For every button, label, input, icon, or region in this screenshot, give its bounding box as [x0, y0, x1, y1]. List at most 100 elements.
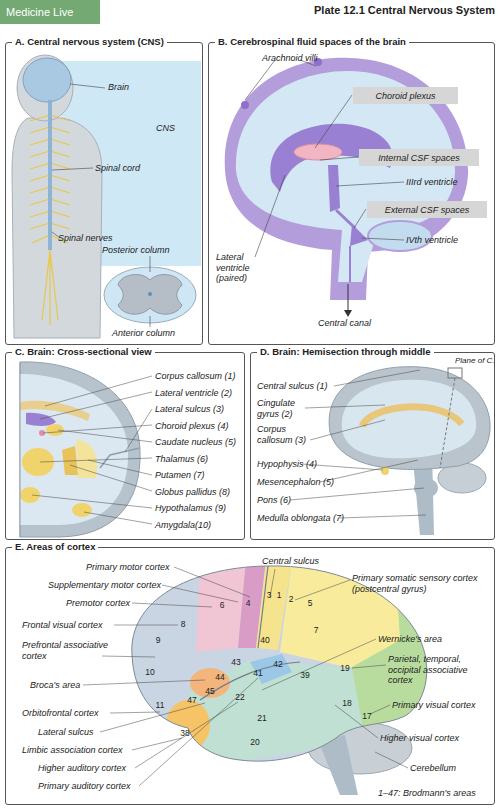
panel-heading: A. Central nervous system (CNS)	[12, 36, 167, 48]
label-box: Internal CSF spaces	[359, 149, 479, 166]
external-csf-space	[225, 58, 468, 300]
hemisphere-shape	[329, 367, 490, 470]
part-label: Primary motor cortex	[86, 562, 170, 573]
part-label: Higher visual cortex	[380, 733, 459, 744]
ventricle-shape	[26, 413, 56, 426]
part-label: Lateral ventricle (2)	[155, 388, 232, 399]
brodmann-number: 38	[177, 728, 193, 739]
part-label: Hypothalamus (9)	[155, 503, 226, 514]
part-label: Caudate nucleus (5)	[155, 437, 236, 448]
choroid-plexus-shape	[294, 144, 342, 160]
part-label: Arachnoid villi	[262, 53, 318, 64]
part-label: Supplementary motor cortex	[48, 580, 161, 591]
part-label: IIIrd ventricle	[406, 177, 458, 188]
cortex-section	[20, 362, 140, 537]
brodmann-number: 7	[308, 625, 324, 636]
part-label: Lateral ventricle (paired)	[216, 252, 278, 284]
brodmann-number: 44	[212, 672, 228, 683]
midline	[20, 362, 21, 537]
brodmann-number: 10	[142, 667, 158, 678]
part-label: Choroid plexus (4)	[155, 421, 229, 432]
part-label: Posterior column	[102, 245, 170, 256]
part-label: Higher auditory cortex	[38, 763, 126, 774]
part-label: Hypophysis (4)	[257, 459, 317, 470]
cord-cross-section	[104, 267, 196, 323]
brodmann-number: 4	[240, 598, 256, 609]
part-label: Frontal visual cortex	[22, 620, 103, 631]
plane-line	[440, 378, 455, 468]
part-label: Wernicke's area	[378, 634, 442, 645]
central-canal-line	[349, 246, 351, 282]
brodmann-number: 17	[359, 711, 375, 722]
leader-lines	[290, 370, 426, 518]
brodmann-number: 21	[254, 713, 270, 724]
part-label: Amygdala(10)	[155, 520, 211, 531]
brodmann-number: 47	[184, 695, 200, 706]
panel-frame: B. Cerebrospinal fluid spaces of the bra…	[208, 42, 495, 345]
part-label: Corpus callosum (1)	[155, 371, 236, 382]
node-text: CNS	[156, 123, 175, 133]
brodmann-number: 39	[297, 670, 313, 681]
arrow-head	[344, 310, 352, 317]
part-label: Brain	[108, 82, 129, 93]
white-matter	[20, 374, 128, 525]
brain-outline	[132, 566, 427, 761]
node-text: Choroid plexus	[375, 91, 435, 101]
amygdala-shape	[72, 503, 92, 517]
brodmann-number: 5	[302, 598, 318, 609]
brodmann-number: 22	[232, 692, 248, 703]
hypothalamus-shape	[20, 487, 40, 503]
part-label: Globus pallidus (8)	[155, 487, 230, 498]
part-label: IVth ventricle	[406, 235, 458, 246]
brodmann-number: 3	[261, 590, 277, 601]
part-label: Primary auditory cortex	[38, 781, 131, 792]
brodmann-number: 11	[152, 700, 168, 711]
part-label: Central sulcus	[262, 556, 319, 567]
leader-lines	[32, 376, 152, 524]
brodmann-number: 19	[337, 663, 353, 674]
part-label: Mesencephalon (5)	[257, 477, 334, 488]
part-label: Medulla oblongata (7)	[257, 513, 344, 524]
leader-lines	[83, 567, 408, 786]
auditory-area	[250, 654, 292, 684]
part-label: Orbitofrontal cortex	[22, 708, 99, 719]
part-label: Primary somatic sensory cortex (postcent…	[352, 573, 492, 594]
medial-surface	[342, 380, 476, 458]
pons-shape	[414, 478, 438, 498]
panel-frame: A. Central nervous system (CNS)CNS	[5, 42, 203, 345]
putamen-shape	[76, 440, 97, 478]
brodmann-number: 1	[271, 590, 287, 601]
limbic-area	[166, 700, 210, 750]
part-label: Broca's area	[30, 680, 80, 691]
panel-heading: C. Brain: Cross-sectional view	[12, 346, 155, 358]
thalamus-shape	[22, 448, 54, 476]
pointer-arrow	[348, 284, 349, 310]
lateral-sulcus-line	[200, 662, 300, 700]
brodmann-number: 42	[270, 659, 286, 670]
brodmann-number: 18	[339, 698, 355, 709]
part-label: 1–47: Brodmann's areas	[378, 788, 476, 799]
hypophysis-shape	[381, 467, 389, 475]
part-label: Spinal cord	[95, 163, 140, 174]
panel-frame: D. Brain: Hemisection through middle	[250, 352, 495, 540]
panel-heading: E. Areas of cortex	[12, 541, 98, 553]
node-text: Internal CSF spaces	[378, 153, 459, 163]
part-label: Spinal nerves	[58, 233, 113, 244]
premotor-area	[196, 560, 246, 652]
brodmann-number: 45	[202, 686, 218, 697]
brodmann-number: 2	[283, 594, 299, 605]
part-label: Cerebellum	[410, 763, 456, 774]
brodmann-number: 43	[228, 657, 244, 668]
node-text: External CSF spaces	[385, 205, 469, 215]
part-label: Putamen (7)	[155, 470, 205, 481]
plate-title: Plate 12.1 Central Nervous System	[250, 4, 495, 16]
third-ventricle-shape	[328, 165, 340, 212]
plane-marker	[448, 368, 462, 378]
central-canal-dot	[148, 292, 152, 296]
part-label: Lateral sulcus (3)	[155, 404, 224, 415]
spinal-cord-line	[48, 100, 52, 250]
part-label: Thalamus (6)	[155, 454, 208, 465]
part-label: Prefrontal associative cortex	[22, 640, 112, 661]
label-box: Choroid plexus	[353, 87, 458, 104]
part-label: Pons (6)	[257, 495, 291, 506]
